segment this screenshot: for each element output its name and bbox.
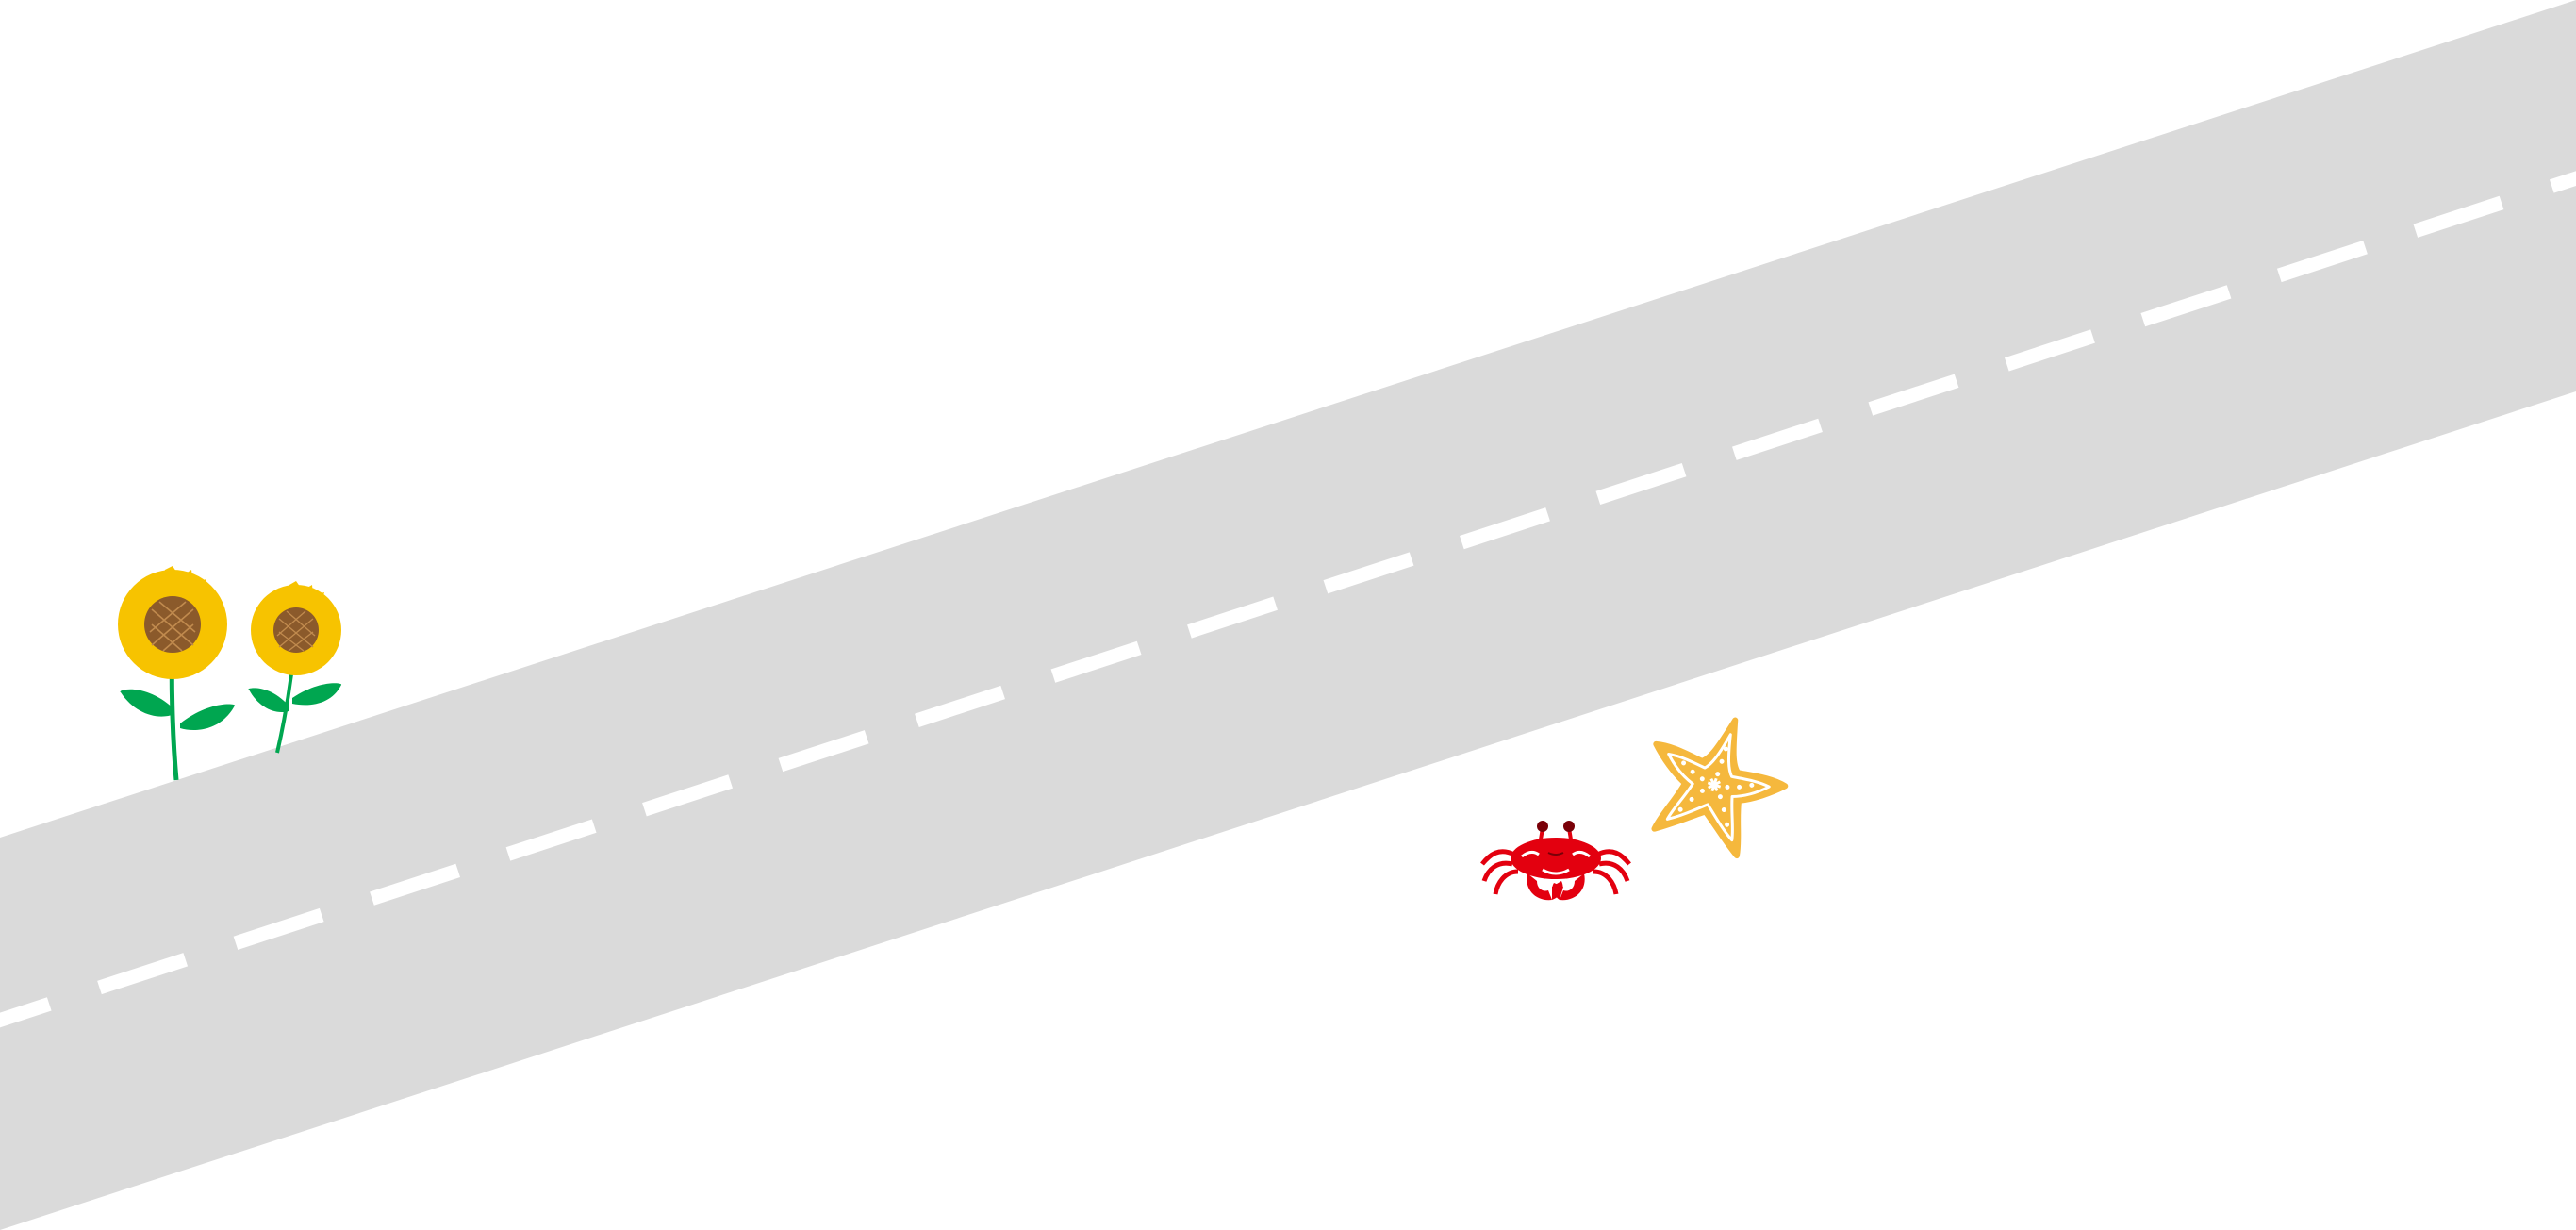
road-lane-marking [0, 171, 2576, 1028]
sunflower-icon [118, 566, 236, 781]
sunflower-large[interactable] [118, 566, 236, 781]
starfish-icon [1651, 717, 1789, 859]
sunflower-small[interactable] [248, 581, 342, 754]
crab[interactable] [1480, 821, 1631, 901]
starfish[interactable] [1631, 699, 1800, 863]
sunflower-icon [248, 581, 342, 754]
crab-icon [1480, 821, 1631, 901]
